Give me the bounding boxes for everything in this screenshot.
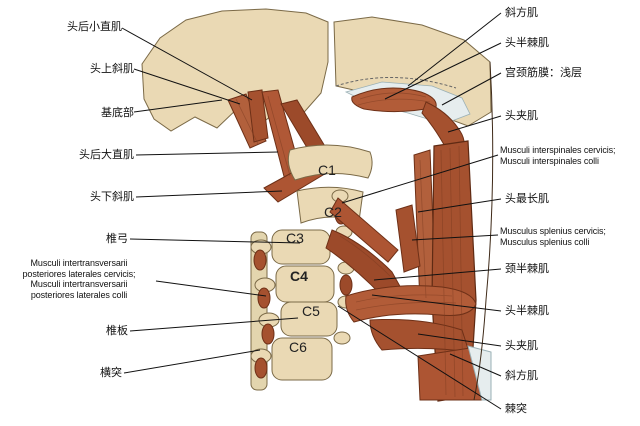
label-obliquus-capitis-superior: 头上斜肌: [90, 63, 134, 75]
label-splenius-cervicis: Musculus splenius cervicis; Musculus spl…: [500, 226, 606, 247]
label-longissimus-capitis: 头最长肌: [505, 193, 549, 205]
label-interspinales: Musculi interspinales cervicis; Musculi …: [500, 145, 616, 166]
label-splenius-capitis-upper: 头夹肌: [505, 110, 538, 122]
label-trapezius-upper: 斜方肌: [505, 7, 538, 19]
label-cervical-fascia: 宫颈筋膜：浅层: [505, 67, 582, 79]
label-rectus-capitis-posterior-major: 头后大直肌: [79, 149, 134, 161]
label-intertransversarii: Musculi intertransversarii posteriores l…: [22, 258, 136, 300]
vertebra-label-c1: C1: [318, 162, 336, 178]
vertebra-label-c6: C6: [289, 339, 307, 355]
label-rectus-capitis-posterior-minor: 头后小直肌: [67, 21, 122, 33]
vertebra-label-c5: C5: [302, 303, 320, 319]
label-semispinalis-capitis-upper: 头半棘肌: [505, 37, 549, 49]
label-splenius-capitis-lower: 头夹肌: [505, 340, 538, 352]
label-semispinalis-capitis-lower: 头半棘肌: [505, 305, 549, 317]
label-trapezius-lower: 斜方肌: [505, 370, 538, 382]
label-transverse-process: 横突: [100, 367, 122, 379]
label-vertebral-arch: 椎弓: [106, 233, 128, 245]
label-semispinalis-cervicis: 颈半棘肌: [505, 263, 549, 275]
vertebra-label-c2: C2: [324, 204, 342, 220]
label-spinous-process: 棘突: [505, 403, 527, 415]
label-obliquus-capitis-inferior: 头下斜肌: [90, 191, 134, 203]
label-lamina: 椎板: [106, 325, 128, 337]
label-basilar-part: 基底部: [101, 107, 134, 119]
vertebra-label-c4: C4: [290, 268, 308, 284]
vertebra-label-c3: C3: [286, 230, 304, 246]
